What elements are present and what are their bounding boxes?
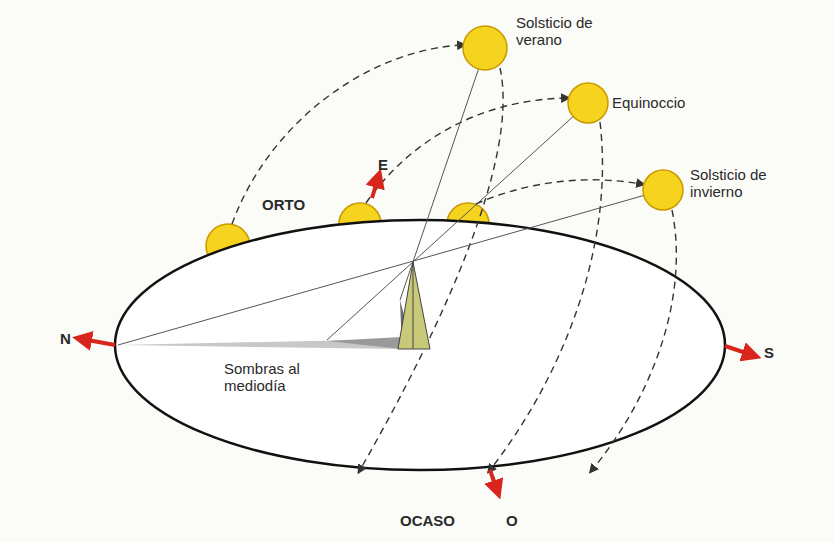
shadow-label: Sombras al mediodía	[224, 360, 344, 395]
cardinal-label: S	[764, 344, 784, 361]
sky-suns	[463, 26, 683, 210]
cardinal-label: O	[506, 512, 526, 529]
sun-label: Solsticio de verano	[516, 14, 616, 49]
cardinal-label: N	[60, 330, 80, 347]
gnomon	[398, 262, 430, 349]
sun-label: Solsticio de invierno	[690, 166, 800, 201]
sunrise-label: ORTO	[262, 196, 322, 213]
cardinal-label: E	[378, 156, 398, 173]
noon-shadows	[118, 300, 408, 349]
horizon	[115, 220, 725, 470]
sun-rays	[118, 50, 663, 345]
sunset-label: OCASO	[400, 512, 480, 529]
cardinal-arrows	[82, 178, 752, 490]
sun-paths	[232, 45, 676, 470]
sun-label: Equinoccio	[612, 94, 722, 111]
